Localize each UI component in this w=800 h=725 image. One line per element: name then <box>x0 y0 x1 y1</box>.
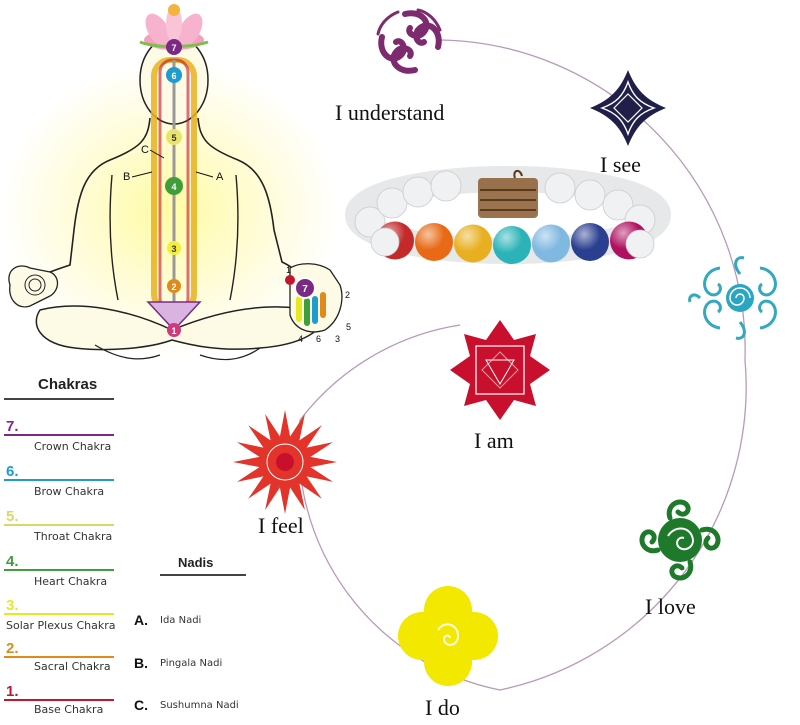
nadi-label-b: B <box>123 171 130 183</box>
hand-number: 5 <box>346 322 351 332</box>
bead-highlight <box>571 223 609 261</box>
hand-number: 3 <box>335 334 340 344</box>
bead-highlight <box>493 226 531 264</box>
chakra-bracelet-image <box>345 166 671 264</box>
affirmation-i-feel: I feel <box>258 513 304 538</box>
left-hand <box>8 265 59 308</box>
brow-symbol-icon <box>590 70 666 146</box>
crown-symbol-icon <box>376 8 442 74</box>
solar-symbol-icon <box>398 586 498 686</box>
meditating-figure: 7 1 2 3 4 5 6 7 6 <box>0 4 351 361</box>
affirmation-i-am: I am <box>474 428 514 453</box>
spine-chakras: 7 6 5 4 3 2 1 <box>146 39 202 337</box>
hand-number: 1 <box>286 265 291 275</box>
right-hand-chakra-map: 7 <box>285 263 343 333</box>
sacral-symbol-icon <box>233 410 337 514</box>
hand-number: 4 <box>298 334 303 344</box>
spine-number: 2 <box>171 282 176 292</box>
nadi-label-a: A <box>216 171 224 183</box>
affirmation-i-see: I see <box>600 152 641 177</box>
spine-number: 1 <box>171 326 176 336</box>
throat-symbol-icon <box>688 256 777 340</box>
hand-number: 2 <box>345 290 350 300</box>
spine-number: 7 <box>171 43 176 53</box>
affirmation-i-love: I love <box>645 594 696 619</box>
bead-highlight <box>415 223 453 261</box>
heart-symbol-icon <box>639 499 721 581</box>
bead-highlight <box>532 224 570 263</box>
spine-number: 3 <box>171 244 176 254</box>
nadi-label-c: C <box>141 144 149 156</box>
bead-highlight <box>454 224 492 263</box>
root-symbol-icon <box>450 320 550 420</box>
affirmation-i-do: I do <box>425 695 460 720</box>
sacral-inner-ring <box>266 443 304 481</box>
spine-number: 6 <box>171 71 176 81</box>
svg-text:7: 7 <box>302 284 308 295</box>
spine-number: 4 <box>171 182 176 192</box>
affirmation-i-understand: I understand <box>335 100 445 125</box>
sacral-center <box>276 453 294 471</box>
hand-number: 6 <box>316 334 321 344</box>
spine-number: 5 <box>171 133 176 143</box>
